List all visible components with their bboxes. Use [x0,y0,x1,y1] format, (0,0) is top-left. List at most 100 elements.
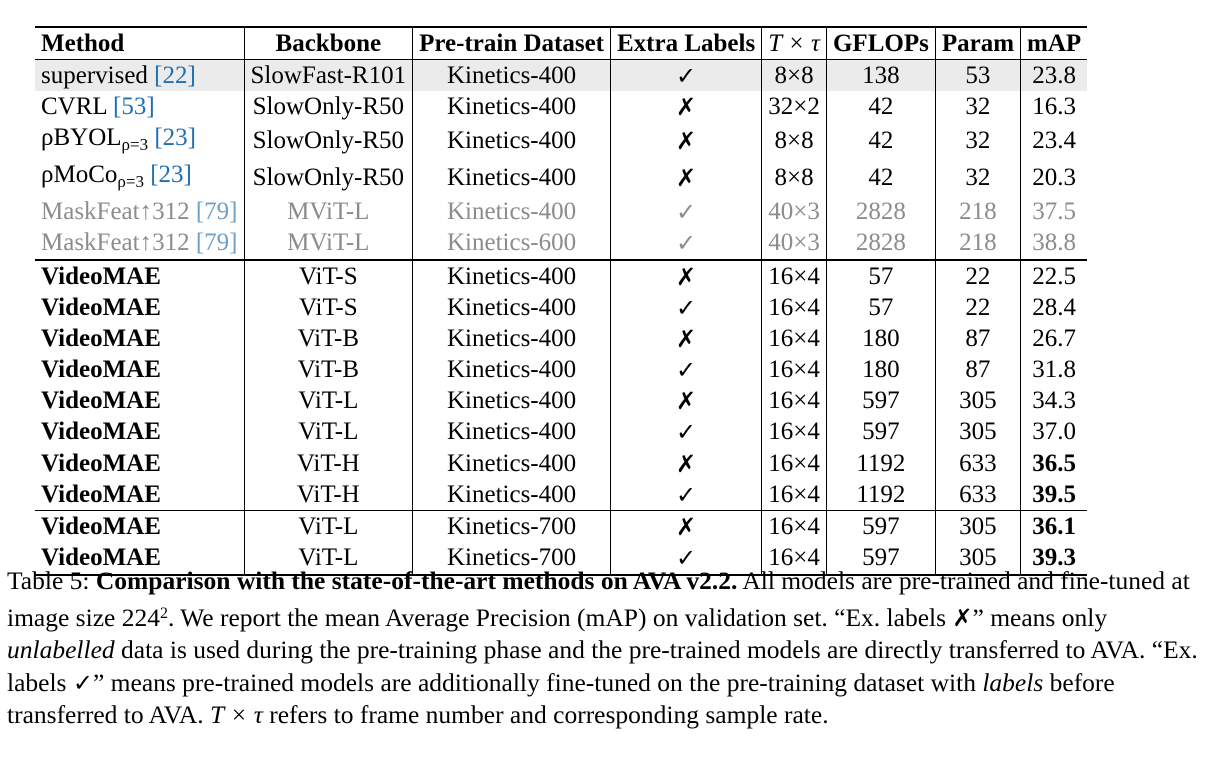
cell-backbone: ViT-L [244,510,414,543]
caption-emphasis: labels [982,667,1044,697]
cell-t-tau: 16×4 [761,416,827,449]
cell-dataset: Kinetics-700 [412,510,611,543]
cell-method: VideoMAE [35,385,245,417]
cell-backbone: ViT-L [244,542,414,576]
cell-map: 23.4 [1032,127,1076,155]
cell-method: CVRL [53] [35,91,245,123]
method-name: VideoMAE [41,262,161,290]
header-dataset: Pre-train Dataset [412,26,611,61]
table-caption: Table 5: Comparison with the state-of-th… [7,565,1203,732]
cell-dataset: Kinetics-400 [412,323,611,355]
cell-gflops: 597 [826,542,936,576]
cell-t-tau: 32×2 [761,91,827,123]
cell-method: MaskFeat↑312 [79] [35,196,245,228]
cell-dataset: Kinetics-400 [412,292,611,324]
cell-map: 23.8 [1020,59,1088,92]
cell-extra-labels: ✓ [610,227,763,260]
method-subscript: ρ=3 [121,134,149,154]
method-name: MaskFeat↑312 [41,198,190,226]
cell-backbone: ViT-S [244,292,414,324]
cell-backbone: MViT-L [244,196,414,228]
cell-dataset: Kinetics-600 [412,227,611,260]
cell-method: VideoMAE [35,354,245,386]
cell-backbone: SlowOnly-R50 [244,122,414,160]
cell-backbone: SlowOnly-R50 [244,159,414,197]
cell-method: ρBYOLρ=3 [23] [35,122,245,160]
cell-dataset: Kinetics-400 [412,91,611,123]
citation-link[interactable]: [23] [150,160,192,188]
cell-map: 16.3 [1032,92,1076,120]
header-t-tau: T × τ [761,26,827,61]
cell-dataset: Kinetics-400 [412,159,611,197]
cell-dataset: Kinetics-400 [412,196,611,228]
caption-superscript: 2 [159,604,168,622]
header-map: mAP [1020,26,1088,61]
cell-gflops: 42 [826,159,936,197]
citation-link[interactable]: [79] [195,229,238,257]
cell-param: 22 [935,258,1022,293]
citation-link[interactable]: [53] [113,92,155,120]
cell-param: 305 [935,385,1022,417]
cell-param: 87 [935,354,1022,386]
cell-param: 32 [935,91,1022,123]
cell-map: 22.5 [1020,258,1088,293]
cell-extra-labels: ✓ [610,59,763,92]
citation-link[interactable]: [22] [154,61,196,89]
cell-backbone: ViT-H [244,448,414,480]
cell-gflops: 57 [826,258,936,293]
cell-method: MaskFeat↑312 [79] [35,227,245,260]
cell-method: VideoMAE [35,542,245,576]
cell-t-tau: 16×4 [761,385,827,417]
cell-map: 36.5 [1032,449,1076,477]
header-row: Method Backbone Pre-train Dataset Extra … [35,26,1088,61]
cell-extra-labels: ✗ [610,258,763,293]
cell-gflops: 138 [826,59,936,92]
caption-emphasis: unlabelled [7,635,115,664]
method-name: VideoMAE [41,387,161,415]
method-name: ρMoCo [41,160,118,188]
cell-extra-labels: ✓ [610,479,763,511]
cell-gflops: 42 [826,91,936,123]
cell-dataset: Kinetics-400 [412,59,611,92]
cell-extra-labels: ✗ [610,385,763,417]
cell-extra-labels: ✓ [610,542,763,576]
cell-map: 28.4 [1032,293,1076,321]
cell-dataset: Kinetics-400 [412,416,611,449]
cell-param: 53 [935,59,1022,92]
cell-extra-labels: ✓ [610,354,763,386]
cell-gflops: 597 [826,385,936,417]
citation-link[interactable]: [79] [195,198,238,226]
cell-gflops: 180 [826,323,936,355]
header-backbone: Backbone [244,26,414,61]
cell-t-tau: 8×8 [761,159,827,197]
caption-text: refers to frame number and corresponding… [262,700,829,729]
cell-backbone: ViT-S [244,258,414,293]
cell-method: VideoMAE [35,416,245,449]
cell-method: ρMoCoρ=3 [23] [35,159,245,197]
cell-backbone: ViT-B [244,323,414,355]
cell-backbone: ViT-H [244,479,414,511]
method-name: CVRL [41,92,107,120]
cell-t-tau: 16×4 [761,323,827,355]
cell-method: VideoMAE [35,479,245,511]
cell-gflops: 1192 [826,448,936,480]
caption-text: All models are pre-trained and fine-tune… [7,566,1190,632]
citation-link[interactable]: [23] [154,123,197,151]
cell-map: 37.0 [1032,418,1076,446]
method-subscript: ρ=3 [117,171,144,191]
cell-map: 39.3 [1020,542,1088,576]
cell-t-tau: 16×4 [761,354,827,386]
cell-dataset: Kinetics-400 [412,479,611,511]
method-name: VideoMAE [41,418,161,446]
cell-gflops: 597 [826,416,936,449]
cell-dataset: Kinetics-400 [412,448,611,480]
